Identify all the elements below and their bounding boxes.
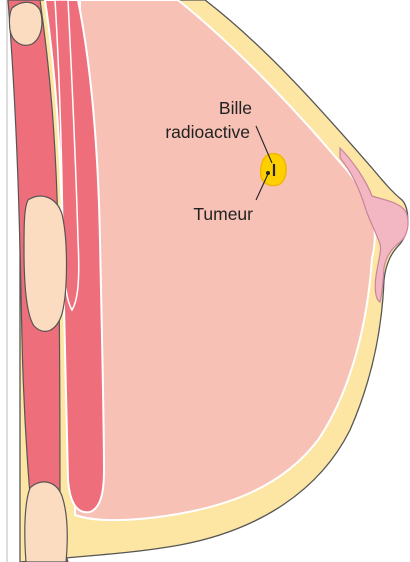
rib-2 [24, 196, 67, 331]
tumor-label: Tumeur [193, 204, 253, 224]
seed-label-line1: Bille [219, 98, 252, 118]
rib-3 [25, 482, 67, 562]
seed-label-line2: radioactive [165, 122, 250, 142]
rib-1 [9, 2, 42, 45]
